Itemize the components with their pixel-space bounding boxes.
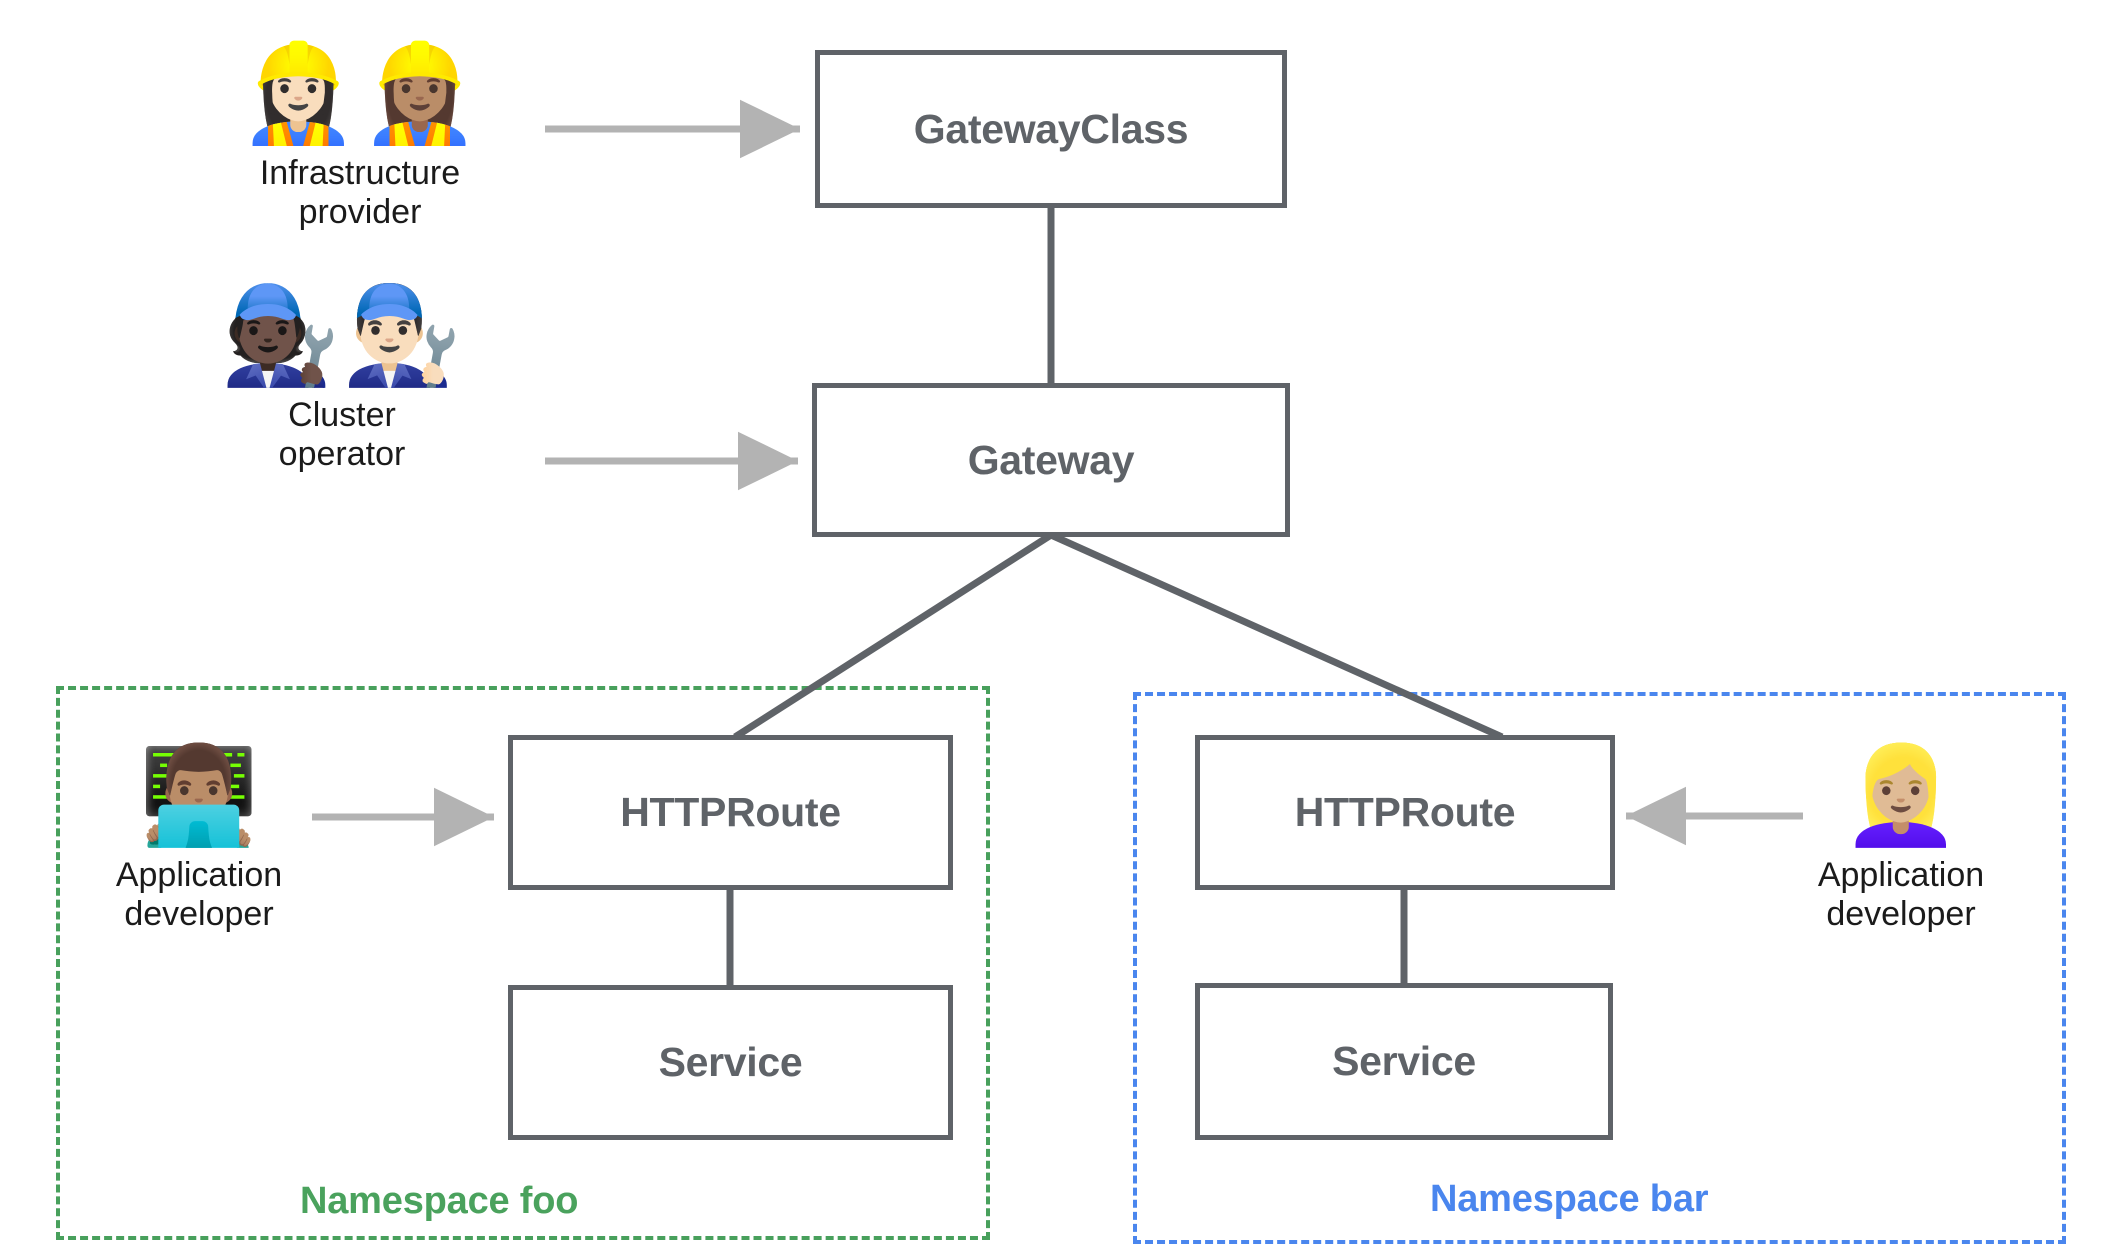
node-gatewayclass-label: GatewayClass bbox=[913, 105, 1189, 152]
node-gateway-label: Gateway bbox=[967, 436, 1135, 483]
node-gateway[interactable]: Gateway bbox=[812, 383, 1290, 537]
node-httproute-bar[interactable]: HTTPRoute bbox=[1195, 735, 1615, 890]
construction-worker-women-icon: 👷🏻‍♀️👷🏽‍♀️ bbox=[238, 40, 482, 147]
namespace-label-bar: Namespace bar bbox=[1430, 1178, 1709, 1220]
actor-application-developer-foo: 👨🏽‍💻 Application developer bbox=[88, 748, 310, 934]
node-httproute-foo[interactable]: HTTPRoute bbox=[508, 735, 953, 890]
namespace-container-foo bbox=[56, 686, 990, 1240]
node-httproute-foo-label: HTTPRoute bbox=[620, 789, 841, 835]
woman-technologist-icon: 👱🏼‍♀️ bbox=[1841, 742, 1961, 849]
node-httproute-bar-label: HTTPRoute bbox=[1294, 789, 1516, 835]
actor-cluster-operator-label: Cluster operator bbox=[278, 396, 406, 473]
actor-application-developer-bar: 👱🏼‍♀️ Application developer bbox=[1790, 748, 2012, 934]
actor-cluster-operator: 🧑🏿‍🔧👨🏻‍🔧 Cluster operator bbox=[182, 288, 502, 474]
actor-infrastructure-provider: 👷🏻‍♀️👷🏽‍♀️ Infrastructure provider bbox=[200, 46, 520, 232]
namespace-container-bar bbox=[1133, 692, 2066, 1244]
actor-application-developer-bar-label: Application developer bbox=[1817, 856, 1985, 933]
node-service-bar-label: Service bbox=[1332, 1038, 1476, 1084]
node-service-foo-label: Service bbox=[658, 1039, 803, 1085]
actor-application-developer-foo-label: Application developer bbox=[115, 856, 283, 933]
namespace-label-foo: Namespace foo bbox=[300, 1180, 579, 1222]
actor-infrastructure-provider-label: Infrastructure provider bbox=[259, 154, 461, 231]
node-service-bar[interactable]: Service bbox=[1195, 983, 1613, 1140]
node-gatewayclass[interactable]: GatewayClass bbox=[815, 50, 1287, 208]
mechanics-icon: 🧑🏿‍🔧👨🏻‍🔧 bbox=[220, 282, 464, 389]
man-technologist-icon: 👨🏽‍💻 bbox=[139, 742, 259, 849]
node-service-foo[interactable]: Service bbox=[508, 985, 953, 1140]
